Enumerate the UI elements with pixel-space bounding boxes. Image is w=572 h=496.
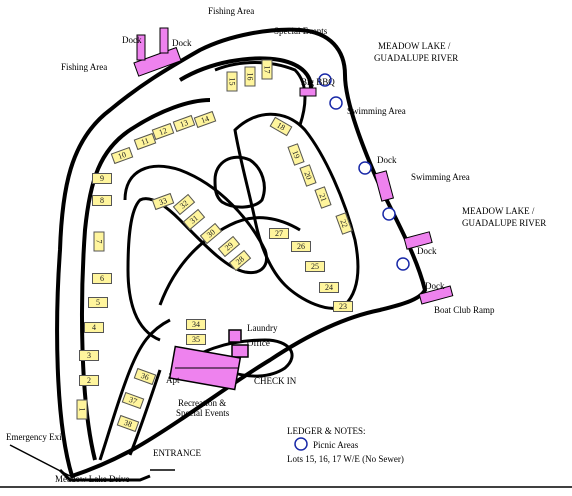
label-recreation-2: Special Events <box>176 408 230 418</box>
label-fishing-area-left: Fishing Area <box>61 62 108 72</box>
campsite-27[interactable]: 27 <box>269 228 289 239</box>
label-office: Office <box>247 338 270 348</box>
picnic-area-1 <box>318 73 332 87</box>
label-swimming-area-1: Swimming Area <box>347 106 406 116</box>
inner-road-top <box>178 56 313 96</box>
lower-spur <box>98 318 171 461</box>
label-fishing-area-top: Fishing Area <box>208 6 255 16</box>
campsite-8[interactable]: 8 <box>92 195 112 206</box>
label-dock-1: Dock <box>122 35 142 45</box>
label-guadalupe-2: GUADALUPE RIVER <box>462 218 547 228</box>
campsite-25[interactable]: 25 <box>305 261 325 272</box>
emergency-exit-road <box>9 444 71 477</box>
inner-road-loop <box>123 164 268 342</box>
campsite-1[interactable]: 1 <box>76 399 88 420</box>
dock-right-1 <box>373 170 395 202</box>
label-meadow-lake-drive: Meadow Lake Drive <box>55 474 130 484</box>
campsite-17[interactable]: 17 <box>261 59 273 80</box>
label-laundry: Laundry <box>247 323 278 333</box>
campsite-35[interactable]: 35 <box>186 334 206 345</box>
campsite-5[interactable]: 5 <box>88 297 108 308</box>
campsite-24[interactable]: 24 <box>319 282 339 293</box>
campsite-4[interactable]: 4 <box>84 322 104 333</box>
label-meadow-lake-1: MEADOW LAKE / <box>378 41 451 51</box>
dock-top-left <box>133 46 182 77</box>
label-entrance: ENTRANCE <box>153 448 201 458</box>
lower-spur-2 <box>128 369 162 456</box>
legend-title: LEDGER & NOTES: <box>287 426 366 436</box>
entrance-road <box>58 468 151 482</box>
label-dock-5: Dock <box>425 281 445 291</box>
label-swimming-area-2: Swimming Area <box>411 172 470 182</box>
legend-picnic-label: Picnic Areas <box>313 440 359 450</box>
campsite-15[interactable]: 15 <box>226 71 238 92</box>
outer-road <box>55 27 428 479</box>
legend-note: Lots 15, 16, 17 W/E (No Sewer) <box>287 454 404 464</box>
label-guadalupe-1: GUADALUPE RIVER <box>374 53 459 63</box>
label-emergency-exit: Emergency Exit <box>6 432 65 442</box>
label-recreation-1: Recreation & <box>178 398 227 408</box>
picnic-area-2 <box>329 96 343 110</box>
campsite-7[interactable]: 7 <box>93 231 105 252</box>
label-boat-club-ramp: Boat Club Ramp <box>434 305 495 315</box>
label-check-in: CHECK IN <box>254 376 297 386</box>
label-apt: Apt <box>166 375 180 385</box>
campsite-26[interactable]: 26 <box>291 241 311 252</box>
campsite-6[interactable]: 6 <box>92 273 112 284</box>
campsite-9[interactable]: 9 <box>92 173 112 184</box>
label-big-bbq: Big BBQ <box>301 77 335 87</box>
label-dock-3: Dock <box>377 155 397 165</box>
legend-picnic-circle <box>294 437 308 451</box>
picnic-area-5 <box>396 257 410 271</box>
dock-right-2 <box>403 231 433 250</box>
campsite-23[interactable]: 23 <box>333 301 353 312</box>
laundry-building <box>228 329 242 343</box>
campsite-2[interactable]: 2 <box>79 375 99 386</box>
office-building <box>231 344 249 358</box>
dock-right-3 <box>418 285 454 305</box>
label-special-events-top: Special Events <box>274 26 328 36</box>
dock-boat-ramp-bar <box>299 87 317 97</box>
center-peninsula <box>213 155 266 209</box>
inner-road-sweep <box>158 216 301 306</box>
label-meadow-lake-2: MEADOW LAKE / <box>462 206 535 216</box>
label-dock-4: Dock <box>417 246 437 256</box>
picnic-area-3 <box>358 161 372 175</box>
inner-road-right <box>214 61 307 126</box>
picnic-area-4 <box>382 207 396 221</box>
campsite-16[interactable]: 16 <box>244 66 256 87</box>
label-dock-2: Dock <box>172 38 192 48</box>
dock-top-left-arm-2 <box>159 27 169 54</box>
dock-top-left-arm-1 <box>136 34 146 61</box>
campsite-34[interactable]: 34 <box>186 319 206 330</box>
campsite-3[interactable]: 3 <box>79 350 99 361</box>
